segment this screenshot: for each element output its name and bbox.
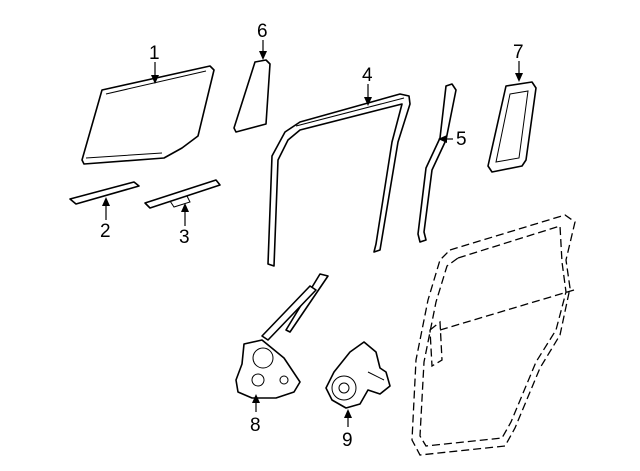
- callout-label: 2: [100, 221, 111, 242]
- callout-9: 9: [342, 409, 353, 451]
- callout-label: 1: [149, 43, 160, 64]
- callout-6: 6: [257, 21, 268, 60]
- callout-2: 2: [100, 197, 111, 242]
- callout-5: 5: [438, 129, 467, 150]
- part-center-sash: [417, 83, 457, 243]
- callout-label: 5: [456, 129, 467, 150]
- callout-label: 6: [257, 21, 268, 42]
- part-door-shell: [411, 214, 576, 456]
- callout-label: 7: [513, 42, 524, 63]
- callout-4: 4: [362, 65, 373, 106]
- part-glass-run-channel: [267, 93, 411, 267]
- part-regulator-motor: [325, 341, 391, 409]
- part-quarter-frame: [487, 81, 537, 173]
- part-belt-strip-3: [144, 179, 221, 209]
- callout-label: 4: [362, 65, 373, 86]
- callout-label: 3: [179, 227, 190, 248]
- callout-3: 3: [179, 203, 190, 248]
- callout-8: 8: [250, 394, 261, 436]
- part-belt-strip-2: [69, 181, 140, 205]
- callout-label: 8: [250, 415, 261, 436]
- callout-1: 1: [149, 43, 160, 84]
- part-quarter-glass: [233, 59, 271, 133]
- part-door-glass: [81, 65, 215, 165]
- part-window-regulator: [235, 273, 329, 399]
- callout-7: 7: [513, 42, 524, 82]
- callout-label: 9: [342, 430, 353, 451]
